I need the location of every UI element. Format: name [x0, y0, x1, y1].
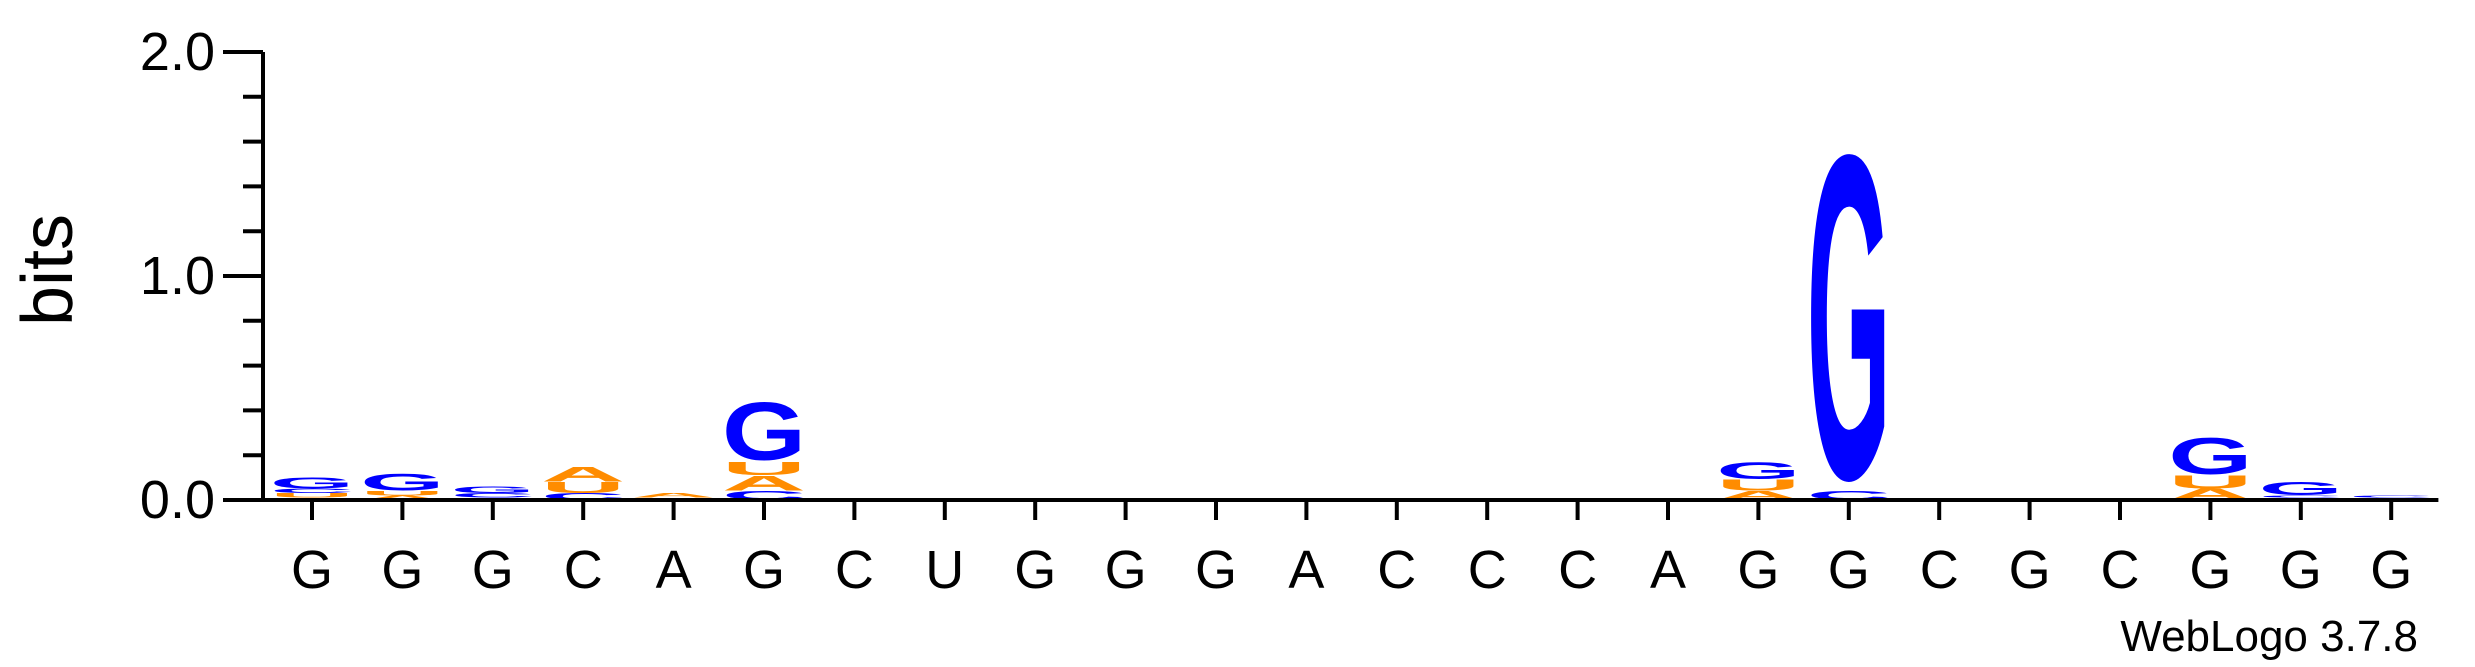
svg-text:G: G — [2259, 478, 2343, 499]
stack-letter-A: A — [541, 462, 625, 486]
x-tick-label: C — [1920, 540, 1959, 600]
y-tick-label: 2.0 — [140, 22, 215, 82]
x-tick-label: U — [925, 540, 964, 600]
x-tick-label: G — [1014, 540, 1056, 600]
svg-text:G: G — [360, 468, 444, 495]
x-tick-label: G — [381, 540, 423, 600]
x-tick-label: C — [1377, 540, 1416, 600]
stack-letter-U: U — [722, 458, 806, 479]
stack-letter-U: U — [541, 479, 625, 496]
y-tick-label: 1.0 — [140, 246, 215, 306]
x-tick-label: C — [1468, 540, 1507, 600]
x-tick-label: G — [472, 540, 514, 600]
svg-text:A: A — [631, 492, 715, 499]
x-tick-label: G — [2009, 540, 2051, 600]
stack-letter-C: C — [541, 491, 625, 501]
stack-letter-C: C — [270, 488, 354, 495]
x-tick-label: G — [1105, 540, 1147, 600]
svg-text:U: U — [360, 490, 444, 497]
stack-letter-U: U — [1716, 477, 1800, 494]
x-tick-label: G — [2280, 540, 2322, 600]
stack-letter-U: U — [360, 490, 444, 497]
stack-letter-A: A — [722, 471, 806, 495]
stack-letter-C: C — [2259, 495, 2343, 498]
svg-text:G: G — [1716, 457, 1800, 484]
svg-text:G: G — [270, 475, 354, 492]
stack-letter-G: G — [1716, 457, 1800, 484]
stack-letter-U: U — [2168, 472, 2252, 493]
svg-text:U: U — [541, 479, 625, 496]
svg-text:G: G — [1807, 58, 1891, 576]
y-axis-label: bits — [8, 214, 88, 326]
stack-letter-G: G — [1807, 58, 1891, 576]
stack-letter-C: C — [451, 492, 535, 499]
stack-letter-G: G — [360, 468, 444, 495]
x-tick-label: C — [564, 540, 603, 600]
stack-letter-G: G — [451, 485, 535, 495]
svg-text:G: G — [2168, 427, 2252, 485]
x-tick-label: G — [2370, 540, 2412, 600]
stack-letter-U: U — [270, 492, 354, 499]
stack-letter-G: G — [270, 475, 354, 492]
svg-text:G: G — [722, 385, 806, 477]
svg-text:C: C — [2349, 495, 2433, 498]
stack-letter-G: G — [722, 385, 806, 477]
x-tick-label: G — [1828, 540, 1870, 600]
x-tick-label: C — [2101, 540, 2140, 600]
svg-text:C: C — [2259, 495, 2343, 498]
y-tick-label: 0.0 — [140, 470, 215, 530]
x-tick-label: A — [656, 540, 692, 600]
x-tick-label: G — [291, 540, 333, 600]
svg-text:C: C — [270, 488, 354, 495]
svg-text:A: A — [722, 471, 806, 495]
svg-text:U: U — [270, 492, 354, 499]
x-tick-label: A — [1650, 540, 1686, 600]
svg-text:A: A — [541, 462, 625, 486]
weblogo-version: WebLogo 3.7.8 — [2120, 612, 2418, 661]
svg-text:C: C — [541, 491, 625, 501]
svg-text:C: C — [451, 492, 535, 499]
stack-letter-A: A — [631, 492, 715, 499]
stack-letter-C: C — [2349, 495, 2433, 498]
x-tick-label: C — [835, 540, 874, 600]
svg-text:U: U — [1716, 477, 1800, 494]
svg-text:U: U — [2168, 472, 2252, 493]
x-tick-label: G — [2189, 540, 2231, 600]
stack-letter-G: G — [2259, 478, 2343, 499]
svg-text:G: G — [451, 485, 535, 495]
x-tick-label: G — [743, 540, 785, 600]
svg-text:U: U — [722, 458, 806, 479]
x-tick-label: G — [1195, 540, 1237, 600]
stack-letter-G: G — [2168, 427, 2252, 485]
x-tick-label: C — [1558, 540, 1597, 600]
x-tick-label: A — [1288, 540, 1324, 600]
stack-letter-A: A — [360, 494, 444, 501]
svg-text:A: A — [360, 494, 444, 501]
x-tick-label: G — [1737, 540, 1779, 600]
